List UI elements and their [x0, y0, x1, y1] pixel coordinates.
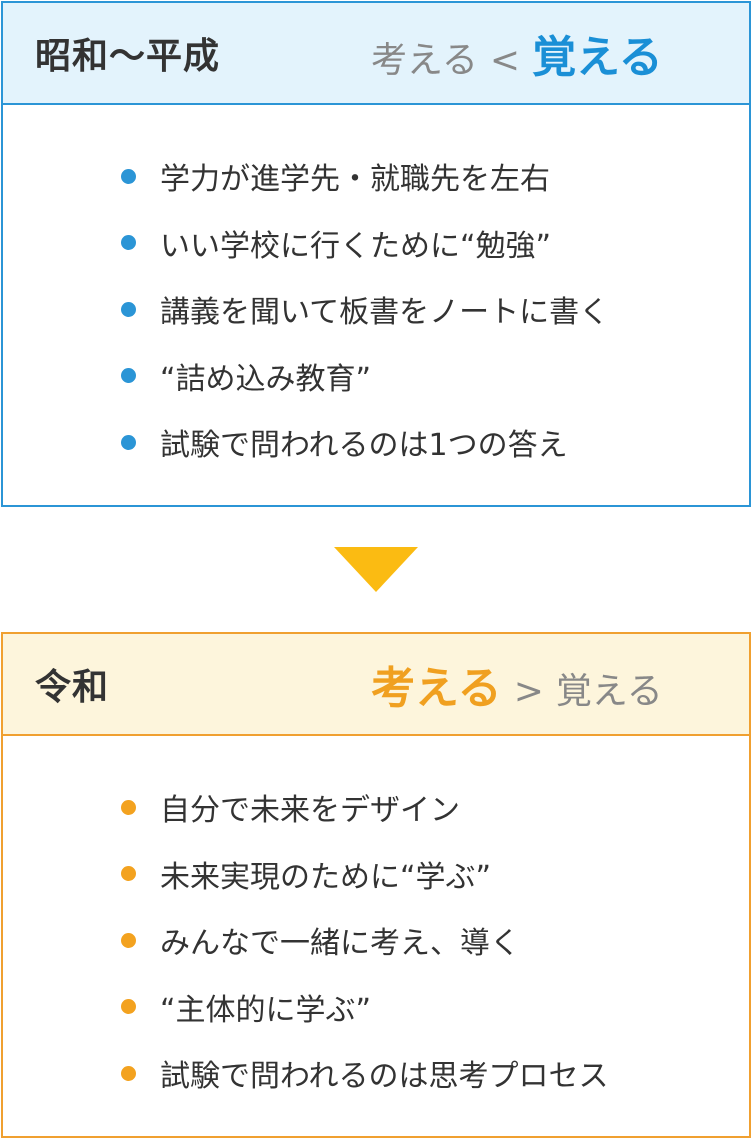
triangle-down-icon	[334, 547, 418, 592]
reiwa-panel: 令和 考える > 覚える 自分で未来をデザイン 未来実現のために“学ぶ” みんな…	[1, 632, 751, 1138]
list-item: 自分で未来をデザイン	[121, 774, 609, 841]
bullet-dot-icon	[121, 301, 136, 317]
list-item: 試験で問われるのは1つの答え	[121, 409, 609, 476]
reiwa-title: 令和	[35, 667, 110, 708]
list-item: 未来実現のために“学ぶ”	[121, 841, 609, 908]
showa-compare-think: 考える	[371, 40, 478, 81]
showa-heisei-header: 昭和〜平成 考える < 覚える	[3, 3, 749, 105]
bullet-dot-icon	[121, 799, 136, 815]
reiwa-compare-operator: >	[513, 671, 544, 712]
showa-comparison: 考える < 覚える	[371, 21, 663, 85]
bullet-dot-icon	[121, 168, 136, 184]
reiwa-compare-memorize: 覚える	[555, 671, 663, 712]
list-item: 学力が進学先・就職先を左右	[121, 143, 609, 210]
list-item: 講義を聞いて板書をノートに書く	[121, 276, 609, 343]
reiwa-header: 令和 考える > 覚える	[3, 634, 749, 736]
bullet-dot-icon	[121, 932, 136, 948]
showa-heisei-title: 昭和〜平成	[35, 36, 221, 77]
list-item: 試験で問われるのは思考プロセス	[121, 1040, 609, 1107]
bullet-dot-icon	[121, 999, 136, 1015]
bullet-dot-icon	[121, 866, 136, 882]
showa-bullet-list: 学力が進学先・就職先を左右 いい学校に行くために“勉強” 講義を聞いて板書をノー…	[121, 143, 609, 476]
reiwa-bullet-list: 自分で未来をデザイン 未来実現のために“学ぶ” みんなで一緒に考え、導く “主体…	[121, 774, 609, 1107]
list-item: “主体的に学ぶ”	[121, 974, 609, 1041]
list-item: “詰め込み教育”	[121, 343, 609, 410]
bullet-dot-icon	[121, 235, 136, 251]
bullet-dot-icon	[121, 434, 136, 450]
reiwa-compare-think: 考える	[371, 663, 502, 714]
showa-compare-memorize: 覚える	[532, 32, 663, 83]
showa-heisei-panel: 昭和〜平成 考える < 覚える 学力が進学先・就職先を左右 いい学校に行くために…	[1, 1, 751, 507]
showa-compare-operator: <	[489, 40, 521, 81]
bullet-dot-icon	[121, 368, 136, 384]
list-item: いい学校に行くために“勉強”	[121, 210, 609, 277]
bullet-dot-icon	[121, 1065, 136, 1081]
reiwa-comparison: 考える > 覚える	[371, 652, 663, 716]
list-item: みんなで一緒に考え、導く	[121, 907, 609, 974]
